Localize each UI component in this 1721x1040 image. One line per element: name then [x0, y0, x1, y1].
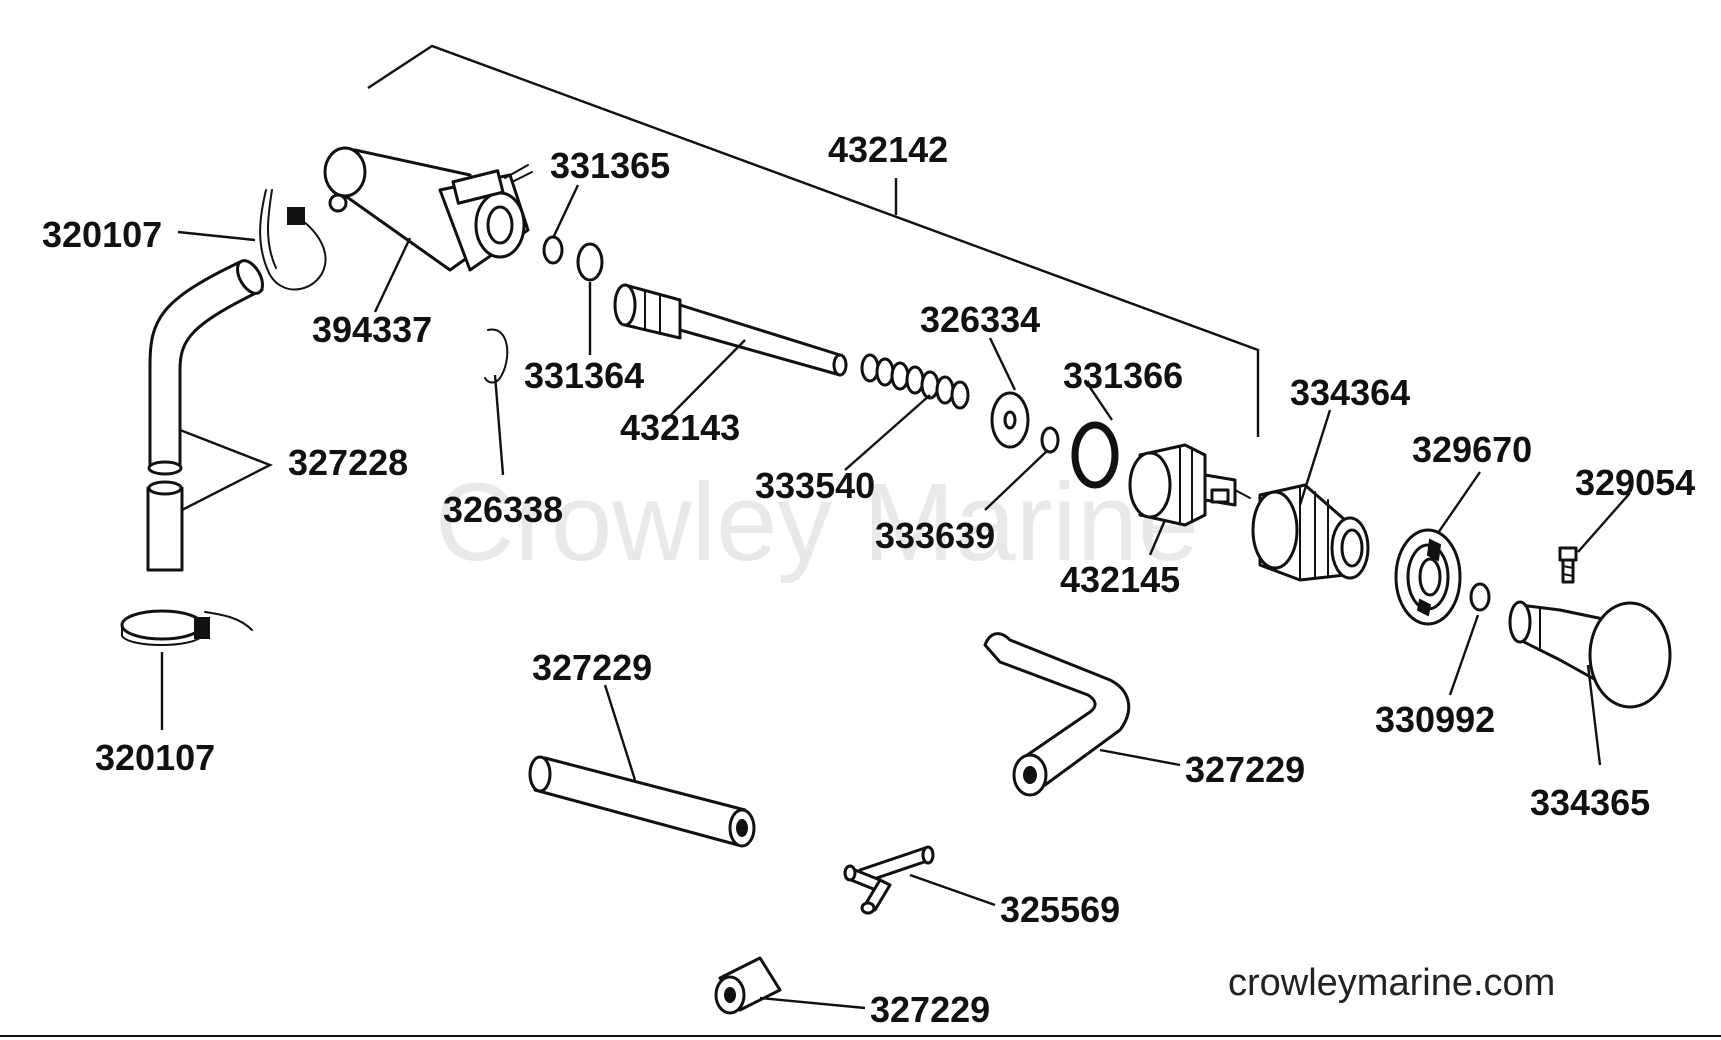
spring	[860, 353, 970, 410]
hose-bent	[983, 632, 1131, 797]
label-432142: 432142	[828, 129, 948, 170]
label-320107-top: 320107	[42, 214, 162, 255]
label-320107-bottom: 320107	[95, 737, 215, 778]
label-432143: 432143	[620, 407, 740, 448]
knob	[1508, 600, 1672, 709]
label-327229-bottom: 327229	[870, 989, 990, 1030]
label-327228: 327228	[288, 442, 408, 483]
tee-fitting	[843, 845, 935, 915]
o-ring-330992	[1469, 582, 1491, 612]
retaining-clip	[484, 328, 509, 384]
fuel-hose	[146, 259, 264, 572]
label-432145: 432145	[1060, 559, 1180, 600]
o-ring-331365	[542, 235, 564, 265]
connector-body	[323, 146, 533, 272]
site-url: crowleymarine.com	[1228, 962, 1555, 1004]
label-331366: 331366	[1063, 355, 1183, 396]
label-333540: 333540	[755, 465, 875, 506]
label-329054: 329054	[1575, 462, 1695, 503]
label-331364: 331364	[524, 355, 644, 396]
o-ring-333639	[1040, 426, 1060, 454]
o-ring-331366	[1071, 421, 1119, 489]
label-334364: 334364	[1290, 372, 1410, 413]
label-394337: 394337	[312, 309, 432, 350]
label-325569: 325569	[1000, 889, 1120, 930]
hose-short	[714, 956, 782, 1015]
washer	[990, 391, 1030, 449]
assembly-bracket	[367, 44, 1260, 437]
label-330992: 330992	[1375, 699, 1495, 740]
o-ring-331364	[576, 242, 604, 282]
label-326338: 326338	[443, 489, 563, 530]
screw	[1558, 546, 1578, 584]
locking-ring	[1394, 528, 1462, 626]
valve-body	[1128, 443, 1251, 527]
label-333639: 333639	[875, 515, 995, 556]
label-327229-right: 327229	[1185, 749, 1305, 790]
hose-clamp-bottom	[120, 609, 253, 646]
watermark: Crowley Marine	[435, 461, 1199, 584]
label-326334: 326334	[920, 299, 1040, 340]
leader-lines	[160, 184, 1631, 1010]
label-331365: 331365	[550, 145, 670, 186]
label-334365: 334365	[1530, 782, 1650, 823]
hose-straight	[528, 755, 756, 848]
hose-clamp-top	[259, 189, 327, 291]
valve-shaft	[613, 283, 848, 377]
label-329670: 329670	[1412, 429, 1532, 470]
fitting	[1251, 483, 1370, 582]
label-327229-left: 327229	[532, 647, 652, 688]
